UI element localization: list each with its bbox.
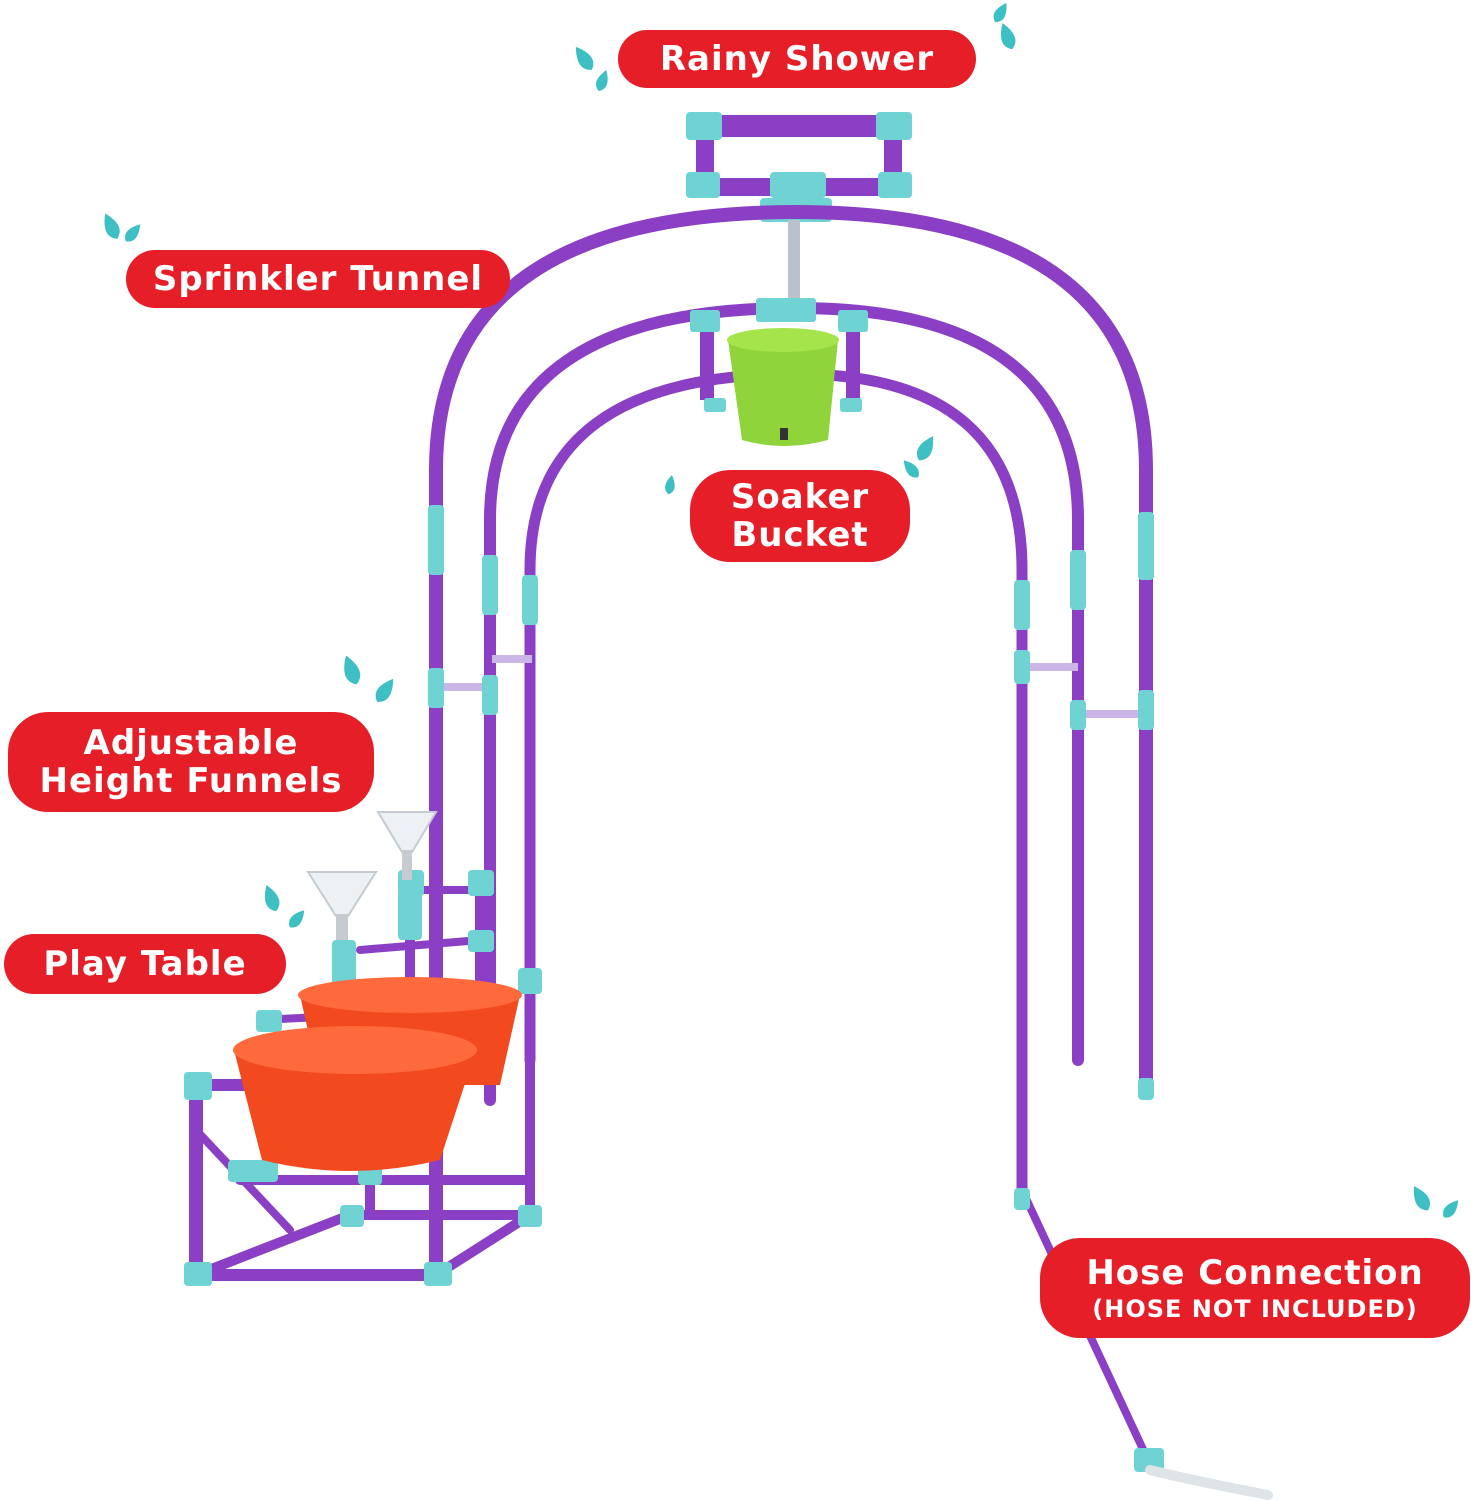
label-funnels-line2: Height Funnels	[39, 761, 343, 801]
label-sprinkler-tunnel: Sprinkler Tunnel	[126, 250, 510, 308]
play-table-connectors	[184, 870, 542, 1286]
soaker-bucket	[690, 298, 868, 446]
label-funnels-line1: Adjustable	[83, 722, 299, 763]
play-table-tubs	[233, 977, 522, 1171]
label-play-table-text: Play Table	[43, 943, 247, 984]
adjustable-funnels	[306, 811, 438, 1000]
label-rainy-shower-text: Rainy Shower	[659, 38, 935, 79]
label-sprinkler-tunnel-text: Sprinkler Tunnel	[152, 258, 484, 299]
label-hose-connection: Hose Connection (HOSE NOT INCLUDED)	[1040, 1238, 1470, 1338]
label-rainy-shower: Rainy Shower	[618, 30, 976, 88]
label-play-table: Play Table	[4, 934, 286, 994]
label-soaker-bucket-line1: Soaker	[730, 476, 870, 517]
arch-connectors	[428, 505, 1164, 1472]
label-hose-line2: (HOSE NOT INCLUDED)	[1092, 1294, 1418, 1323]
label-soaker-bucket: Soaker Bucket	[690, 470, 910, 562]
label-adjustable-funnels: Adjustable Height Funnels	[8, 712, 374, 812]
label-soaker-bucket-line2: Bucket	[731, 515, 869, 555]
hose-tube	[1145, 1465, 1273, 1500]
label-hose-line1: Hose Connection	[1086, 1252, 1424, 1293]
